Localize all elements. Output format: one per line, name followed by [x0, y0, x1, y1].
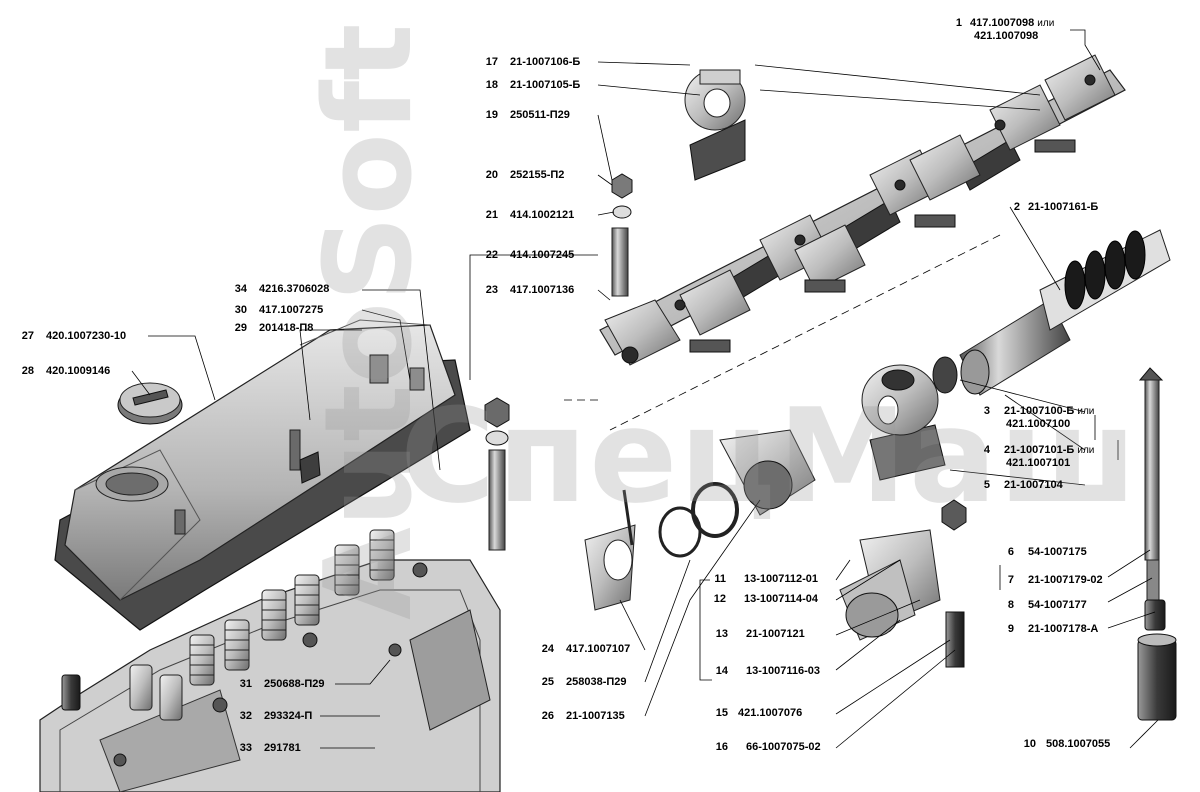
bracket-5-illustration	[861, 364, 946, 481]
leader-lines	[131, 29, 1159, 749]
pushrod-and-tappet-illustration	[1137, 367, 1177, 721]
rocker-arms-illustration	[584, 429, 941, 641]
cylinder-head-illustration	[39, 529, 501, 792]
spring-and-tube-illustration	[932, 229, 1171, 396]
oil-filler-cap-illustration	[117, 382, 183, 425]
rocker-shaft-assembly-illustration	[599, 54, 1126, 366]
bracket-17-illustration	[684, 69, 746, 181]
valve-cover-illustration	[54, 319, 471, 631]
